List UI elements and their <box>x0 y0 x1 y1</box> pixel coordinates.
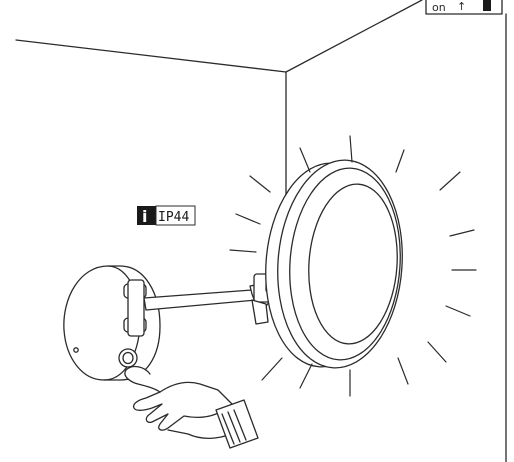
switch-toggle[interactable] <box>483 0 491 11</box>
mirror <box>265 159 403 369</box>
ip-rating-badge: i IP44 <box>137 205 196 226</box>
wall-switch[interactable]: on ↑ <box>425 0 503 15</box>
light-rays <box>229 135 477 397</box>
switch-arrow-icon: ↑ <box>457 0 466 13</box>
swing-arm <box>143 273 281 325</box>
room-corner <box>15 0 507 462</box>
switch-on-label: on <box>432 1 446 14</box>
info-icon-glyph: i <box>142 207 147 226</box>
wall-mount <box>63 265 161 381</box>
mount-power-button[interactable] <box>118 348 138 368</box>
hand-illustration <box>124 365 259 449</box>
info-icon <box>137 206 156 225</box>
ip-rating-text: IP44 <box>158 210 189 225</box>
